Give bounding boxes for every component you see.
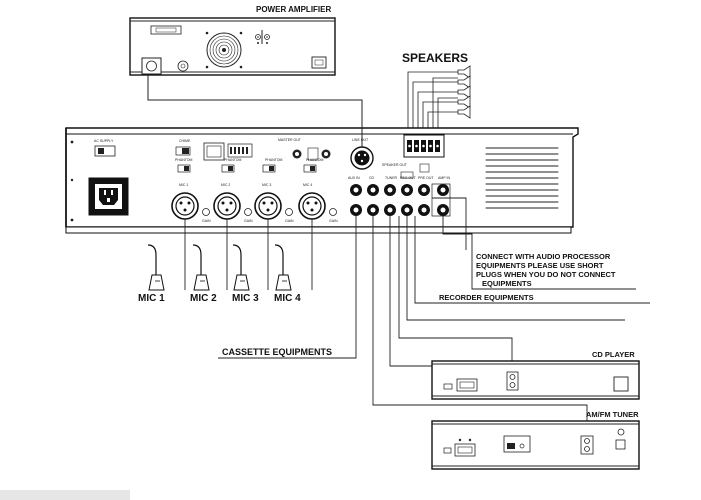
mic2-icon	[192, 244, 210, 291]
fan-icon	[205, 31, 243, 69]
vent-grille	[485, 147, 559, 209]
jack-icon	[177, 60, 189, 72]
svg-text:AMP IN: AMP IN	[438, 176, 450, 180]
cd-player-body	[431, 360, 640, 400]
dip-switch[interactable]	[227, 143, 253, 158]
cassette-label: CASSETTE EQUIPMENTS	[222, 347, 332, 357]
signal-wires	[218, 197, 650, 436]
svg-text:MIC 4: MIC 4	[303, 183, 312, 187]
audio-processor-note: CONNECT WITH AUDIO PROCESSOR EQUIPMENTS …	[476, 252, 616, 288]
speakers: SPEAKERS	[402, 51, 471, 135]
gain-knob[interactable]	[244, 208, 252, 216]
power-amp-link-wire	[147, 74, 363, 147]
mic4-icon	[274, 244, 292, 291]
chime-label: CHIME	[179, 139, 191, 143]
mic2-label: MIC 2	[190, 293, 217, 304]
svg-text:CD: CD	[369, 176, 375, 180]
gain-knobs: GAIN GAIN GAIN GAIN	[202, 208, 338, 223]
svg-text:TUNER: TUNER	[385, 176, 398, 180]
svg-text:MIC 1: MIC 1	[179, 183, 188, 187]
tray-icon	[613, 376, 629, 392]
line-out-label: LINE OUT	[352, 138, 369, 142]
scroll-strip	[0, 490, 130, 500]
svg-text:MIC 3: MIC 3	[262, 183, 271, 187]
svg-text:PLUGS WHEN YOU DO NOT CONNECT: PLUGS WHEN YOU DO NOT CONNECT	[476, 270, 616, 279]
mic-inputs: MIC 1 MIC 2 MIC 3 MIC 4	[171, 183, 338, 223]
speakers-label: SPEAKERS	[402, 51, 468, 65]
tuner-label: AM/FM TUNER	[586, 410, 639, 419]
rca-inputs: AUX IN CD TUNER REC OUT PRE OUT AMP IN	[348, 163, 450, 217]
power-inlet-icon	[443, 447, 452, 454]
fuse-icon	[311, 56, 327, 69]
power-amplifier-body	[129, 17, 336, 76]
phantom-switch[interactable]	[303, 164, 317, 173]
mic4-xlr-input-icon	[298, 192, 326, 220]
mixer-amplifier-rear-panel: AC SUPPLY CHIME MASTER OUT LINE OUT	[65, 127, 579, 234]
phantom-switch[interactable]	[221, 164, 235, 173]
power-amplifier: POWER AMPLIFIER	[129, 5, 336, 76]
svg-text:SPEAKER OUT: SPEAKER OUT	[382, 163, 408, 167]
terminal-icon	[255, 30, 270, 44]
gain-knob[interactable]	[202, 208, 210, 216]
svg-text:PHANTOM: PHANTOM	[265, 158, 283, 162]
mic2-xlr-input-icon	[213, 192, 241, 220]
rca-output-icon	[506, 371, 519, 391]
power-inlet-icon	[443, 383, 453, 390]
svg-text:GAIN: GAIN	[244, 219, 253, 223]
antenna-terminal-icon	[503, 435, 531, 453]
gain-knob[interactable]	[329, 208, 337, 216]
svg-text:EQUIPMENTS: EQUIPMENTS	[482, 279, 532, 288]
svg-text:GAIN: GAIN	[329, 219, 338, 223]
svg-text:CONNECT WITH AUDIO PROCESSOR: CONNECT WITH AUDIO PROCESSOR	[476, 252, 611, 261]
mic1-icon	[147, 244, 165, 291]
mic4-label: MIC 4	[274, 293, 301, 304]
mic1-xlr-input-icon	[171, 192, 199, 220]
cd-player: CD PLAYER	[431, 350, 640, 400]
speaker-icon	[457, 65, 471, 119]
svg-text:PHANTOM: PHANTOM	[175, 158, 193, 162]
phantom-switches: PHANTOM PHANTOM PHANTOM PHANTOM	[175, 158, 324, 173]
svg-text:EQUIPMENTS PLEASE USE SHORT: EQUIPMENTS PLEASE USE SHORT	[476, 261, 604, 270]
xlr-input-icon	[141, 57, 162, 75]
mic3-icon	[232, 244, 250, 291]
tuner-body	[431, 420, 640, 470]
mode-switch[interactable]	[203, 142, 225, 161]
ac-supply-label: AC SUPPLY	[94, 139, 114, 143]
chime-switch[interactable]	[175, 146, 191, 156]
rca-output-icon	[580, 435, 594, 455]
rca-jack-icon	[350, 184, 430, 216]
cd-player-label: CD PLAYER	[592, 350, 635, 359]
voltage-selector-icon	[94, 145, 116, 157]
db-connector-icon	[150, 25, 182, 35]
svg-text:PRE OUT: PRE OUT	[418, 176, 434, 180]
mic3-label: MIC 3	[232, 293, 259, 304]
phantom-switch[interactable]	[177, 164, 191, 173]
mic3-xlr-input-icon	[254, 192, 282, 220]
svg-text:MIC 2: MIC 2	[221, 183, 230, 187]
recorder-label: RECORDER EQUIPMENTS	[439, 293, 534, 302]
svg-text:PHANTOM: PHANTOM	[306, 158, 324, 162]
speaker-terminal-block: SPEAKER OUT	[382, 134, 445, 167]
microphones: MIC 1 MIC 2 MIC 3 MIC 4	[138, 219, 313, 304]
mic1-label: MIC 1	[138, 293, 165, 304]
svg-text:AUX IN: AUX IN	[348, 176, 360, 180]
svg-text:GAIN: GAIN	[285, 219, 294, 223]
svg-text:GAIN: GAIN	[202, 219, 211, 223]
master-out-label: MASTER OUT	[278, 138, 302, 142]
am-fm-tuner: AM/FM TUNER	[431, 410, 640, 470]
phantom-switch[interactable]	[262, 164, 276, 173]
power-amplifier-label: POWER AMPLIFIER	[256, 5, 331, 14]
svg-text:PHANTOM: PHANTOM	[224, 158, 242, 162]
gain-knob[interactable]	[285, 208, 293, 216]
